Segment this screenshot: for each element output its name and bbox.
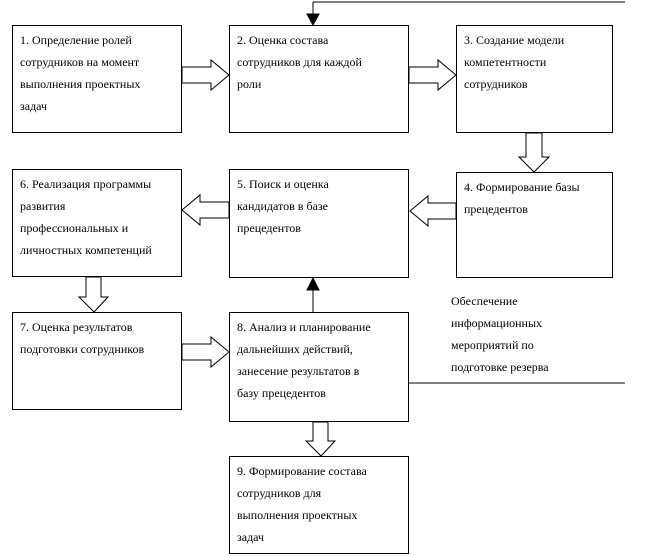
arrow-3-to-4 [517, 132, 551, 173]
arrow-6-to-7 [77, 276, 110, 313]
step-box-6-text: 6. Реализация программы развития професс… [20, 177, 152, 257]
arrow-5-to-6 [181, 193, 230, 227]
step-box-9: 9. Формирование состава сотрудников для … [229, 456, 409, 554]
step-box-2-text: 2. Оценка состава сотрудников для каждой… [237, 33, 362, 91]
arrow-8-to-9 [304, 421, 337, 457]
step-box-6: 6. Реализация программы развития професс… [12, 169, 182, 277]
step-box-5: 5. Поиск и оценка кандидатов в базе прец… [229, 169, 409, 278]
arrowhead-8-to-5 [306, 276, 320, 291]
step-box-1-text: 1. Определение ролей сотрудников на моме… [20, 33, 141, 113]
step-box-9-text: 9. Формирование состава сотрудников для … [237, 464, 367, 544]
arrow-7-to-8 [181, 335, 230, 369]
step-box-8: 8. Анализ и планирование дальнейших дейс… [229, 312, 409, 422]
step-box-4: 4. Формирование базы прецедентов [456, 172, 613, 278]
step-box-4-text: 4. Формирование базы прецедентов [464, 180, 580, 216]
step-box-7-text: 7. Оценка результатов подготовки сотрудн… [20, 320, 145, 356]
step-box-2: 2. Оценка состава сотрудников для каждой… [229, 25, 409, 133]
step-box-8-text: 8. Анализ и планирование дальнейших дейс… [237, 320, 371, 400]
step-box-5-text: 5. Поиск и оценка кандидатов в базе прец… [237, 177, 329, 235]
arrow-4-to-5 [409, 194, 457, 228]
step-box-1: 1. Определение ролей сотрудников на моме… [12, 25, 182, 133]
top-feed-arrowhead [306, 13, 320, 27]
arrow-1-to-2 [181, 58, 230, 92]
step-box-3: 3. Создание модели компетентности сотруд… [456, 25, 613, 133]
arrow-2-to-3 [408, 58, 457, 92]
step-box-3-text: 3. Создание модели компетентности сотруд… [464, 33, 565, 91]
side-note-text: Обеспечение информационных мероприятий п… [451, 294, 549, 374]
step-box-7: 7. Оценка результатов подготовки сотрудн… [12, 312, 182, 410]
